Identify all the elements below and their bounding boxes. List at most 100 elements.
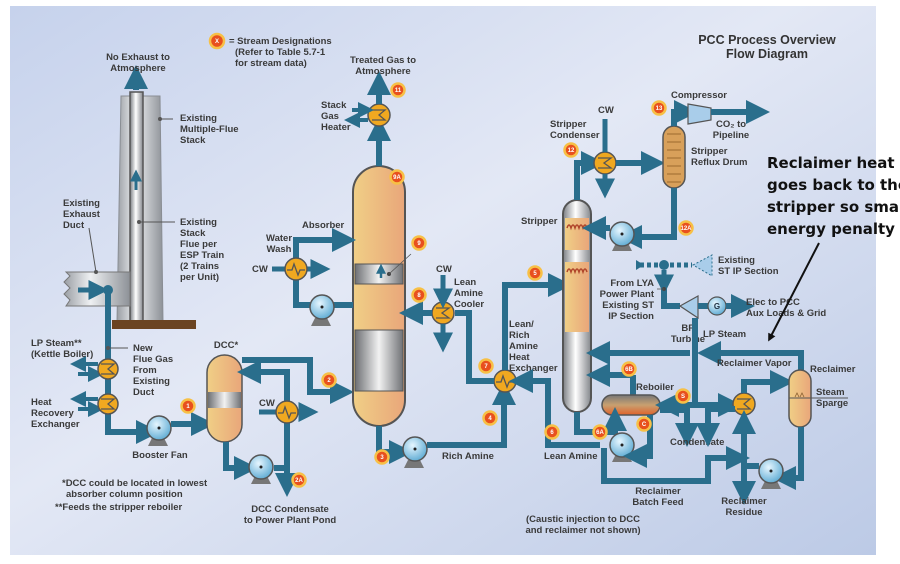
stream-badge-label: S [681,394,685,400]
water-wash-loop [293,280,316,308]
legend-line-3: for stream data) [235,58,307,69]
cw-wash-label: CW [252,264,268,275]
reflux-pump-icon [609,221,635,251]
stream-badge-label: 12 [568,148,575,154]
rich-amine-pump-icon [402,436,428,468]
stream-badge-13: 13 [651,100,667,116]
lp-steam-label: LP Steam [703,329,746,340]
stream-badge-label: 4 [488,416,492,422]
stream-badge-label: C [642,422,647,428]
dcc-cooler-exchanger [275,400,299,424]
multiple-flue-stack [112,65,196,329]
rich-amine-label: Rich Amine [442,451,494,462]
diagram-title: PCC Process Overview Flow Diagram [698,33,836,61]
footnote-2: **Feeds the stripper reboiler [55,502,183,513]
reboiler-exchanger [601,394,661,416]
steam-to-bp-turbine-pipe [661,288,680,309]
generator-icon: G [707,296,727,316]
stream-badge-label: 11 [395,88,402,94]
reclaimer-bottoms-pipe [772,427,804,490]
flue-gas-pipe [105,290,160,444]
stream-badge-label: 5 [533,271,537,277]
booster-fan-icon [146,415,172,446]
stream-badge-s: S [675,388,691,404]
stream-5-pipe [502,273,572,370]
heat-recovery-exchanger [70,391,119,417]
stream-badge-8: 8 [411,287,427,303]
stream-badge-label: 2 [327,378,331,384]
stream-badge-5: 5 [527,265,543,281]
water-wash-pump-icon [309,294,335,326]
stream-badge-12: 12 [563,142,579,158]
stream-4-pipe [427,381,516,448]
dcc-column [206,354,243,443]
stream-badge-6a: 6A [592,424,608,440]
legend-line-2: (Refer to Table 5.7-1 [235,47,326,58]
annotation-arrow [768,242,820,342]
absorber-column [352,165,412,427]
compressor-label: Compressor [671,90,727,101]
reclaimer-label: Reclaimer [810,364,856,375]
stack-base [112,320,196,329]
stream-2-pipe [242,357,354,404]
stream-12a-pipe [618,188,677,249]
reclaimer-heater-to-reclaimer [741,370,794,394]
dcc-recirc-pipe [237,360,290,470]
reclaimer-vapor-label: Reclaimer Vapor [717,358,792,369]
reclaimer-heater-exchanger [732,392,756,416]
stream-badge-4: 4 [482,410,498,426]
dcc-label: DCC* [214,340,239,351]
stripper-label: Stripper [521,216,558,227]
stream-badge-9a: 9A [389,169,405,185]
stream-badge-label: 6 [550,430,554,436]
legend-badge-text: X [215,39,219,45]
stripper-condenser-exchanger [593,151,617,175]
legend-line-1: = Stream Designations [229,36,332,47]
cw-dcc-label: CW [259,398,275,409]
stream-7-pipe [455,310,494,384]
dcc-bottoms-pipe [223,442,258,480]
svg-text:G: G [714,302,720,311]
stream-badge-12a: 12A [678,220,694,236]
cw-stripper-label: CW [598,105,614,116]
stream-badge-9: 9 [411,235,427,251]
reclaimer-heat-annotation: Reclaimer heat goes back to the stripper… [767,154,900,342]
condensate-label: Condensate [670,437,724,448]
booster-fan-label: Booster Fan [132,450,188,461]
stack-gas-heater-exchanger [367,103,391,127]
stream-13-pipe [671,100,698,126]
stack-flue [129,91,144,323]
stream-badge-label: 1 [186,404,190,410]
stream-badge-c: C [636,416,652,432]
stream-badge-label: 9A [393,175,401,181]
stream-12-pipe [574,151,605,200]
existing-st-ip-turbine-icon [691,254,713,277]
stream-c-pipe [660,407,699,447]
reboiler-label: Reboiler [636,382,674,393]
stream-badge-2: 2 [321,372,337,388]
stream-badge-label: 8 [417,293,421,299]
stream-badge-label: 2A [295,478,303,484]
stream-badge-7: 7 [478,358,494,374]
stream-badge-label: 7 [484,364,488,370]
dcc-pump-icon [248,454,274,484]
stripper-column [562,199,592,413]
legend-badge-icon [208,32,226,50]
stream-2a-pipe [274,465,299,497]
water-wash-cooler-exchanger [284,257,308,281]
